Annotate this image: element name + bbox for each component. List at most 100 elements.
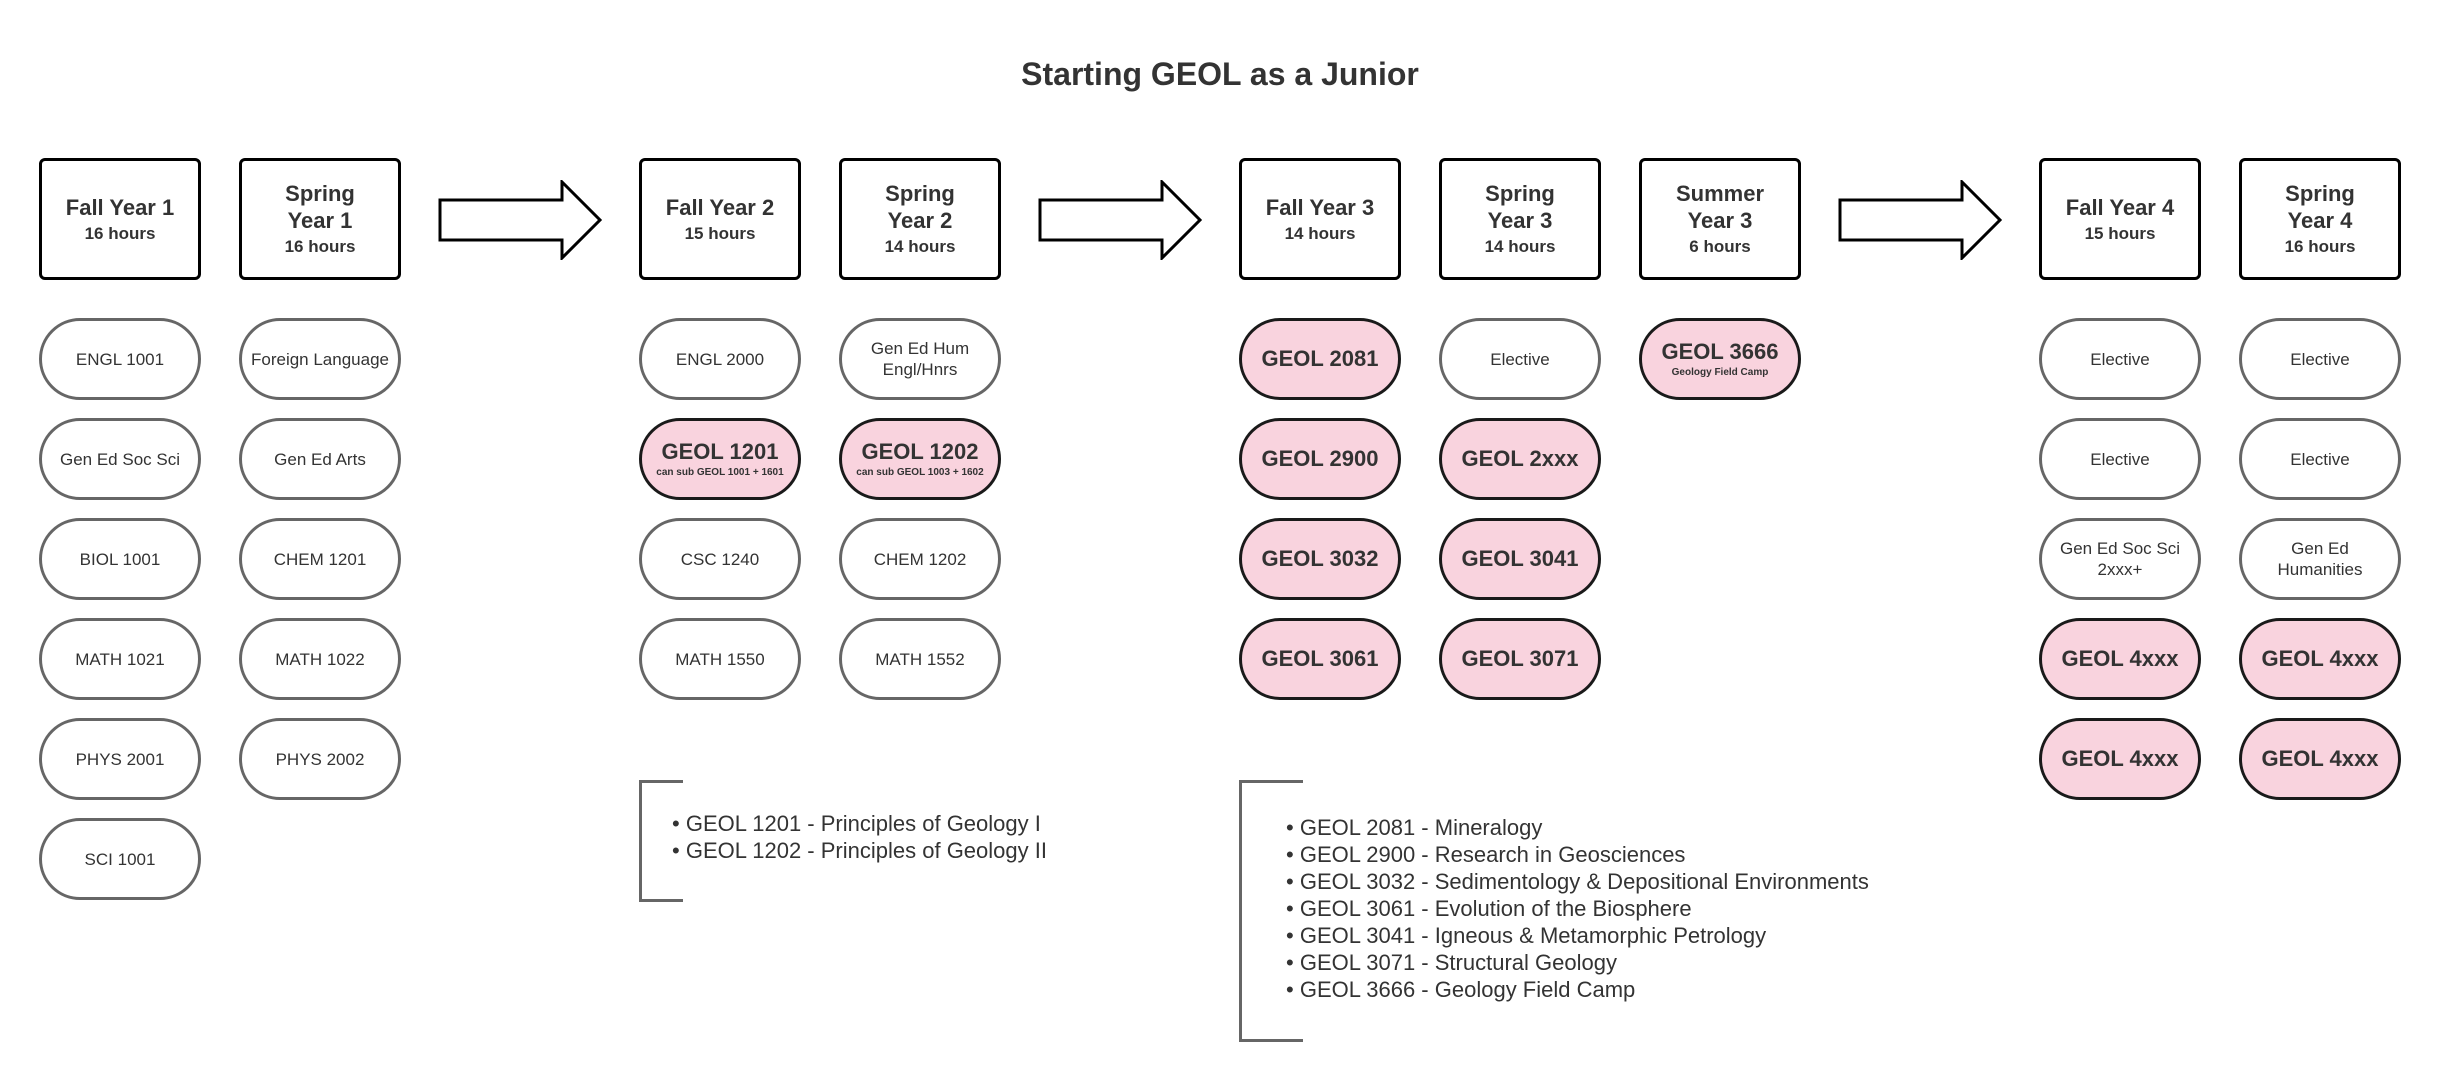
course-label: Gen Ed Arts (274, 449, 366, 469)
course-pill: SCI 1001 (39, 818, 201, 900)
right-arrow-icon (1838, 180, 2002, 260)
course-label: GEOL 4xxx (2261, 746, 2379, 771)
course-label: Elective (2090, 449, 2150, 469)
term-hours: 15 hours (2084, 223, 2156, 243)
course-label: GEOL 2xxx (1461, 446, 1579, 471)
geol-course-pill: GEOL 3666 Geology Field Camp (1639, 318, 1801, 400)
course-pill: MATH 1022 (239, 618, 401, 700)
course-label: GEOL 1201 (661, 439, 779, 464)
legend-item: GEOL 2081 - Mineralogy (1286, 814, 1869, 841)
course-pill: Gen Ed Soc Sci 2xxx+ (2039, 518, 2201, 600)
course-label: GEOL 3032 (1261, 546, 1379, 571)
legend-item: GEOL 2900 - Research in Geosciences (1286, 841, 1869, 868)
term-hours: 14 hours (1484, 237, 1556, 256)
legend-item: GEOL 3061 - Evolution of the Biosphere (1286, 895, 1869, 922)
course-pill: Elective (2239, 418, 2401, 500)
course-pill: Elective (2039, 318, 2201, 400)
course-label: Foreign Language (250, 349, 389, 369)
course-label: GEOL 2081 (1261, 346, 1379, 371)
term-hours: 16 hours (2284, 237, 2356, 256)
course-label: MATH 1552 (875, 649, 965, 669)
course-label: GEOL 4xxx (2061, 746, 2179, 771)
term-name: Summer Year 3 (1675, 181, 1765, 233)
course-label: ENGL 2000 (675, 349, 765, 369)
course-label: Gen Ed Soc Sci 2xxx+ (2059, 539, 2180, 579)
course-pill: PHYS 2002 (239, 718, 401, 800)
course-label: Elective (2290, 349, 2350, 369)
course-label: PHYS 2001 (75, 749, 165, 769)
legend-item: GEOL 1202 - Principles of Geology II (672, 837, 1047, 864)
legend-item: GEOL 3041 - Igneous & Metamorphic Petrol… (1286, 922, 1869, 949)
term-name: Spring Year 3 (1485, 181, 1555, 233)
course-note: Geology Field Camp (1671, 367, 1769, 378)
legend-bracket (639, 780, 683, 902)
course-pill: ENGL 2000 (639, 318, 801, 400)
course-pill: Gen Ed Hum Engl/Hnrs (839, 318, 1001, 400)
term-name: Fall Year 3 (1265, 194, 1375, 220)
geol-course-pill: GEOL 3041 (1439, 518, 1601, 600)
course-label: GEOL 2900 (1261, 446, 1379, 471)
course-label: GEOL 3061 (1261, 646, 1379, 671)
course-pill: Gen Ed Arts (239, 418, 401, 500)
course-label: ENGL 1001 (75, 349, 165, 369)
course-label: CHEM 1201 (273, 549, 367, 569)
course-pill: MATH 1550 (639, 618, 801, 700)
term-name: Fall Year 2 (665, 194, 775, 220)
legend-year-2: GEOL 1201 - Principles of Geology I GEOL… (672, 810, 1047, 864)
geol-course-pill: GEOL 4xxx (2039, 718, 2201, 800)
course-pill: BIOL 1001 (39, 518, 201, 600)
course-pill: PHYS 2001 (39, 718, 201, 800)
geol-course-pill: GEOL 2xxx (1439, 418, 1601, 500)
course-label: PHYS 2002 (275, 749, 365, 769)
geol-course-pill: GEOL 4xxx (2039, 618, 2201, 700)
legend-item: GEOL 3666 - Geology Field Camp (1286, 976, 1869, 1003)
legend-item: GEOL 1201 - Principles of Geology I (672, 810, 1047, 837)
course-label: CHEM 1202 (873, 549, 967, 569)
geol-course-pill: GEOL 2900 (1239, 418, 1401, 500)
term-spring-year-4: Spring Year 4 16 hours (2239, 158, 2401, 280)
geol-course-pill: GEOL 3061 (1239, 618, 1401, 700)
course-label: CSC 1240 (680, 549, 760, 569)
term-fall-year-4: Fall Year 4 15 hours (2039, 158, 2201, 280)
course-note: can sub GEOL 1003 + 1602 (856, 467, 984, 478)
course-label: GEOL 4xxx (2061, 646, 2179, 671)
course-label: GEOL 3666 (1661, 339, 1779, 364)
course-pill: CSC 1240 (639, 518, 801, 600)
term-fall-year-3: Fall Year 3 14 hours (1239, 158, 1401, 280)
course-pill: MATH 1552 (839, 618, 1001, 700)
course-label: Gen Ed Soc Sci (59, 449, 180, 469)
course-pill: Elective (1439, 318, 1601, 400)
course-pill: Foreign Language (239, 318, 401, 400)
course-pill: Elective (2239, 318, 2401, 400)
course-note: can sub GEOL 1001 + 1601 (656, 467, 784, 478)
term-hours: 16 hours (284, 237, 356, 256)
course-pill: MATH 1021 (39, 618, 201, 700)
geol-course-pill: GEOL 3032 (1239, 518, 1401, 600)
course-pill: CHEM 1201 (239, 518, 401, 600)
course-label: GEOL 3041 (1461, 546, 1579, 571)
geol-course-pill: GEOL 3071 (1439, 618, 1601, 700)
term-name: Fall Year 1 (65, 194, 175, 220)
course-label: Elective (2090, 349, 2150, 369)
course-label: MATH 1021 (75, 649, 165, 669)
term-name: Spring Year 4 (2285, 181, 2355, 233)
course-pill: ENGL 1001 (39, 318, 201, 400)
course-label: BIOL 1001 (79, 549, 161, 569)
course-label: SCI 1001 (84, 849, 156, 869)
geol-course-pill: GEOL 2081 (1239, 318, 1401, 400)
term-name: Spring Year 1 (285, 181, 355, 233)
course-label: Gen Ed Humanities (2277, 539, 2363, 579)
term-spring-year-1: Spring Year 1 16 hours (239, 158, 401, 280)
right-arrow-icon (1038, 180, 1202, 260)
geol-course-pill: GEOL 1202 can sub GEOL 1003 + 1602 (839, 418, 1001, 500)
term-hours: 15 hours (684, 223, 756, 243)
term-summer-year-3: Summer Year 3 6 hours (1639, 158, 1801, 280)
geol-course-pill: GEOL 4xxx (2239, 618, 2401, 700)
legend-bracket (1239, 780, 1303, 1042)
geol-course-pill: GEOL 1201 can sub GEOL 1001 + 1601 (639, 418, 801, 500)
term-spring-year-2: Spring Year 2 14 hours (839, 158, 1001, 280)
course-pill: Gen Ed Soc Sci (39, 418, 201, 500)
term-hours: 14 hours (884, 237, 956, 256)
course-pill: CHEM 1202 (839, 518, 1001, 600)
course-label: MATH 1022 (275, 649, 365, 669)
